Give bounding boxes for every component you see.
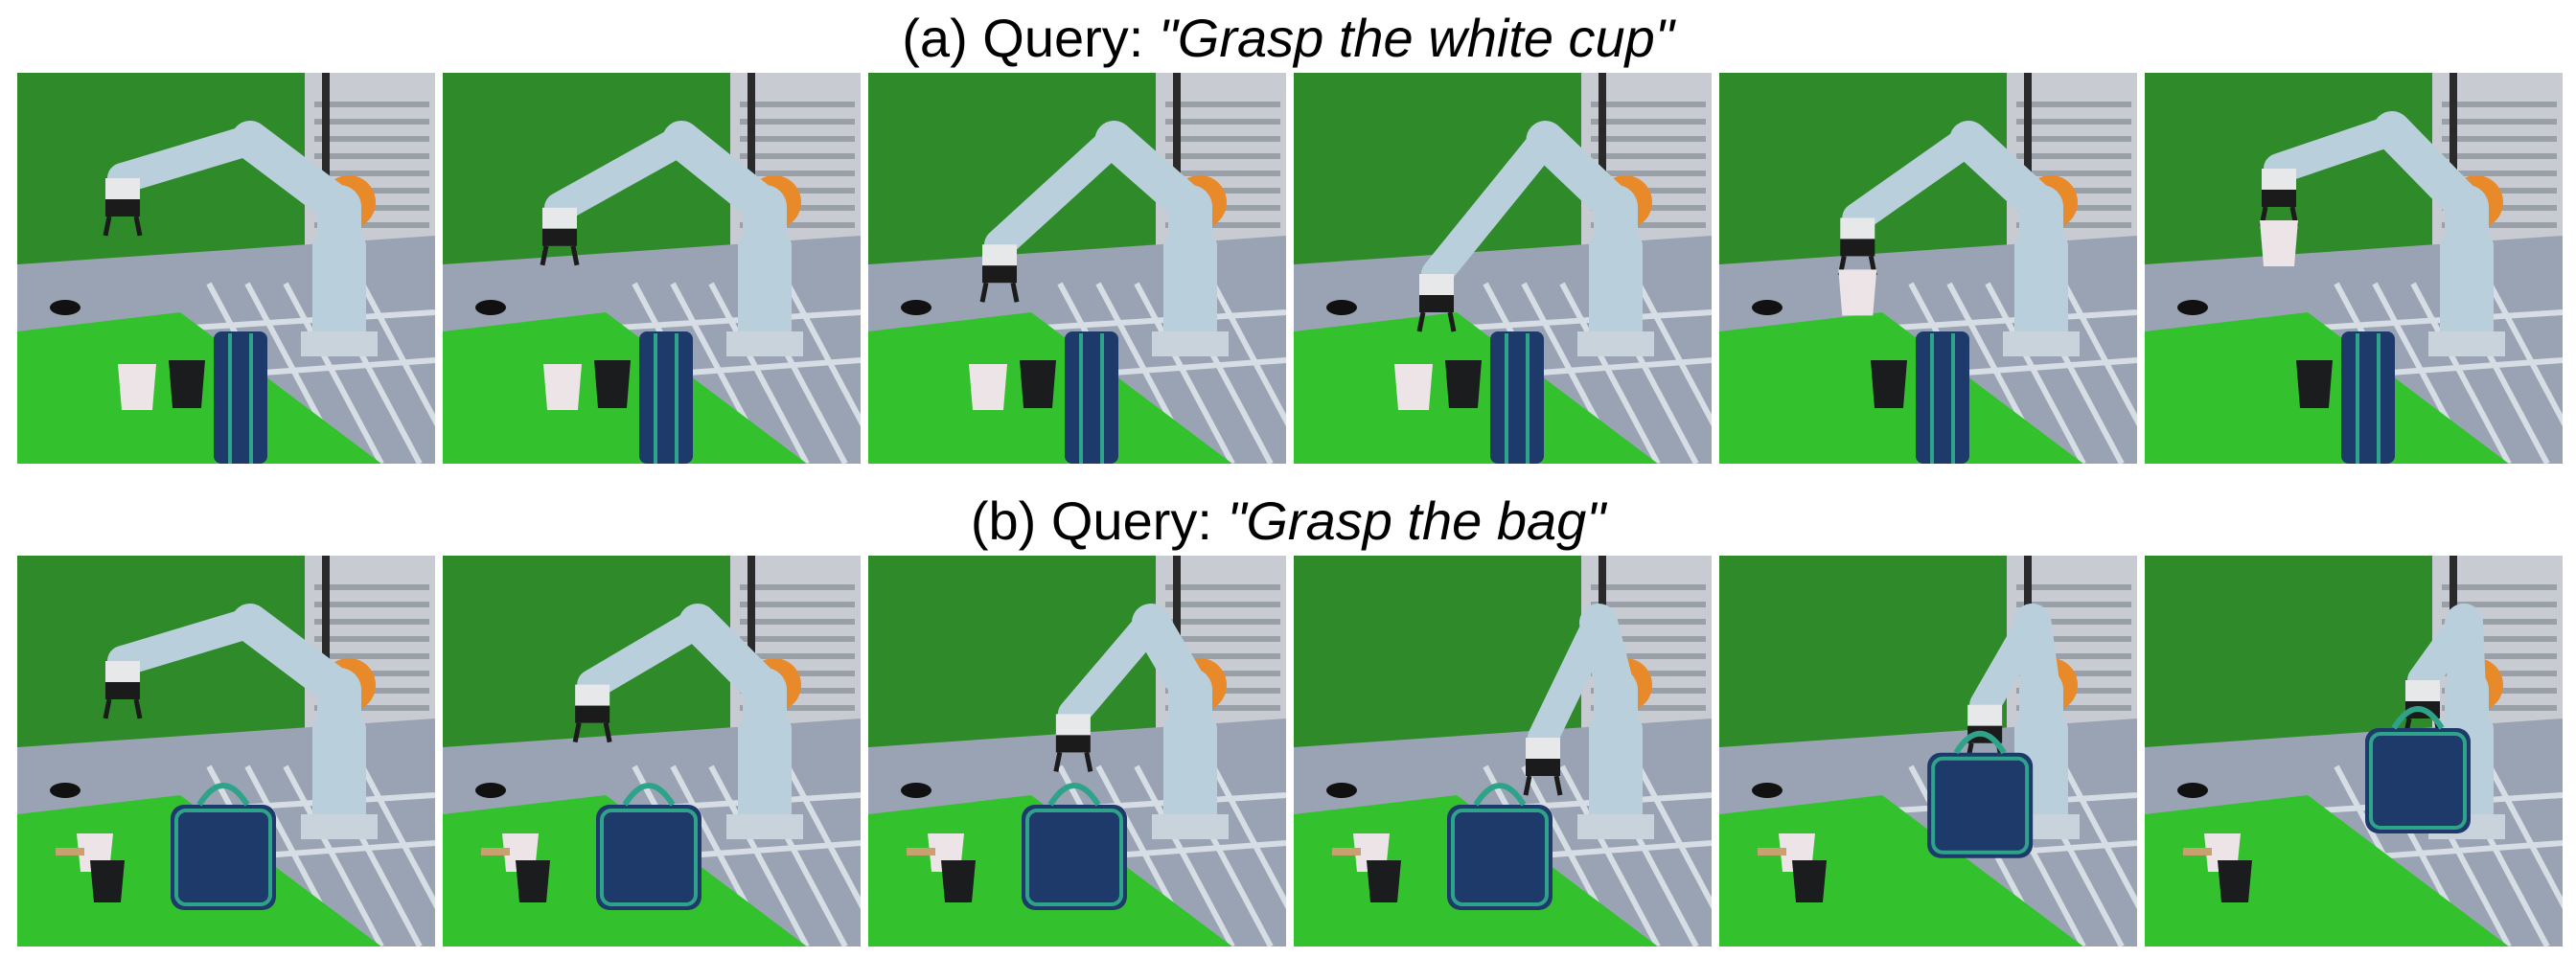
photo-b-frame-3 <box>868 556 1286 947</box>
caption-a-query: "Grasp the white cup" <box>1158 8 1674 68</box>
photo-b-frame-2 <box>443 556 861 947</box>
robot-scene-image <box>868 556 1286 947</box>
caption-b: (b) Query: "Grasp the bag" <box>0 490 2576 552</box>
caption-b-query: "Grasp the bag" <box>1227 490 1606 551</box>
robot-scene-image <box>443 73 861 464</box>
robot-scene-image <box>868 73 1286 464</box>
image-row-a <box>17 73 2563 464</box>
photo-b-frame-5 <box>1719 556 2137 947</box>
caption-b-prefix: (b) Query: <box>970 490 1228 551</box>
robot-scene-image <box>17 556 435 947</box>
photo-a-frame-4 <box>1294 73 1712 464</box>
image-row-b <box>17 556 2563 947</box>
photo-a-frame-2 <box>443 73 861 464</box>
photo-a-frame-1 <box>17 73 435 464</box>
robot-scene-image <box>1294 556 1712 947</box>
robot-scene-image <box>2145 556 2563 947</box>
photo-b-frame-1 <box>17 556 435 947</box>
photo-b-frame-4 <box>1294 556 1712 947</box>
robot-scene-image <box>1719 556 2137 947</box>
robot-scene-image <box>17 73 435 464</box>
caption-a: (a) Query: "Grasp the white cup" <box>0 8 2576 69</box>
caption-a-prefix: (a) Query: <box>902 8 1159 68</box>
photo-a-frame-3 <box>868 73 1286 464</box>
photo-a-frame-6 <box>2145 73 2563 464</box>
photo-a-frame-5 <box>1719 73 2137 464</box>
robot-scene-image <box>2145 73 2563 464</box>
photo-b-frame-6 <box>2145 556 2563 947</box>
robot-scene-image <box>1719 73 2137 464</box>
robot-scene-image <box>443 556 861 947</box>
robot-scene-image <box>1294 73 1712 464</box>
